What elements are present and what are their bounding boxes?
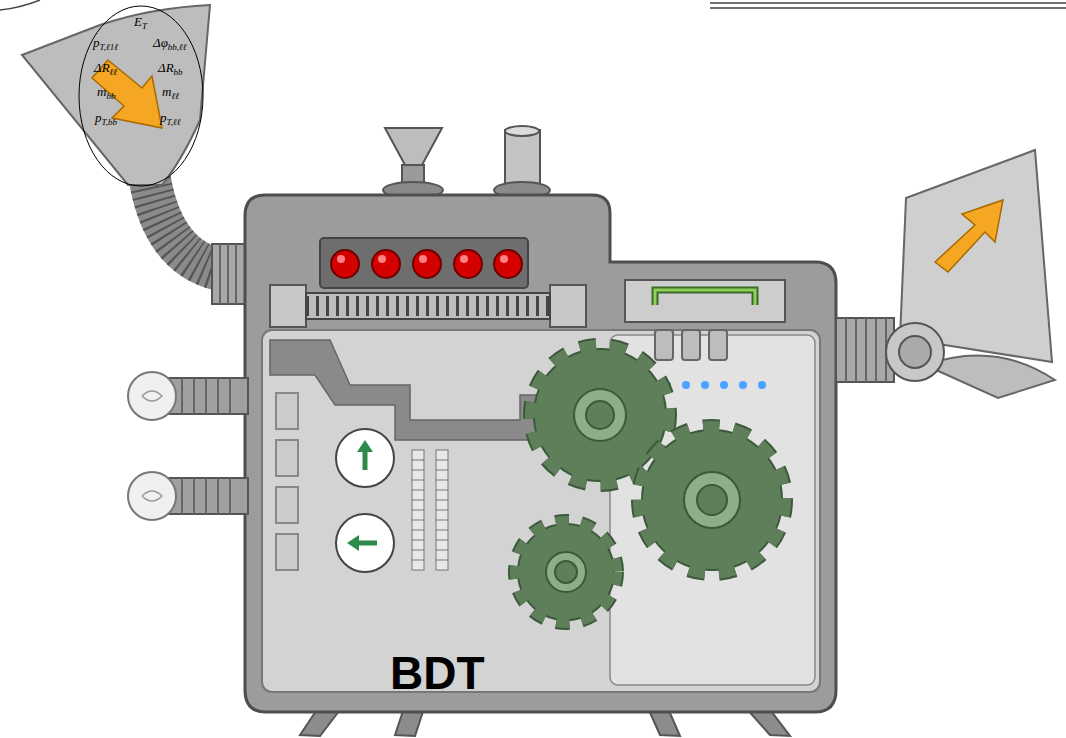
ellipse-outline	[78, 5, 204, 187]
machine-name: BDT	[390, 650, 485, 696]
feature-variable: ΔRbb	[158, 61, 183, 74]
feature-variable: ET	[134, 15, 147, 28]
feature-variable: mℓℓ	[162, 85, 179, 98]
feature-variable: pT,ℓ1ℓ	[93, 36, 118, 49]
feature-variable: mbb	[97, 85, 115, 98]
feature-variable: ΔRℓℓ	[94, 61, 117, 74]
feature-variable: pT,ℓℓ	[160, 111, 181, 124]
feature-variable: Δφbb,ℓℓ	[153, 36, 187, 49]
feature-ellipse: ET pT,ℓ1ℓ Δφbb,ℓℓΔRℓℓ ΔRbb mbb mℓℓ pT,bb pT,ℓℓ	[78, 5, 204, 187]
feature-variable: pT,bb	[95, 111, 117, 124]
